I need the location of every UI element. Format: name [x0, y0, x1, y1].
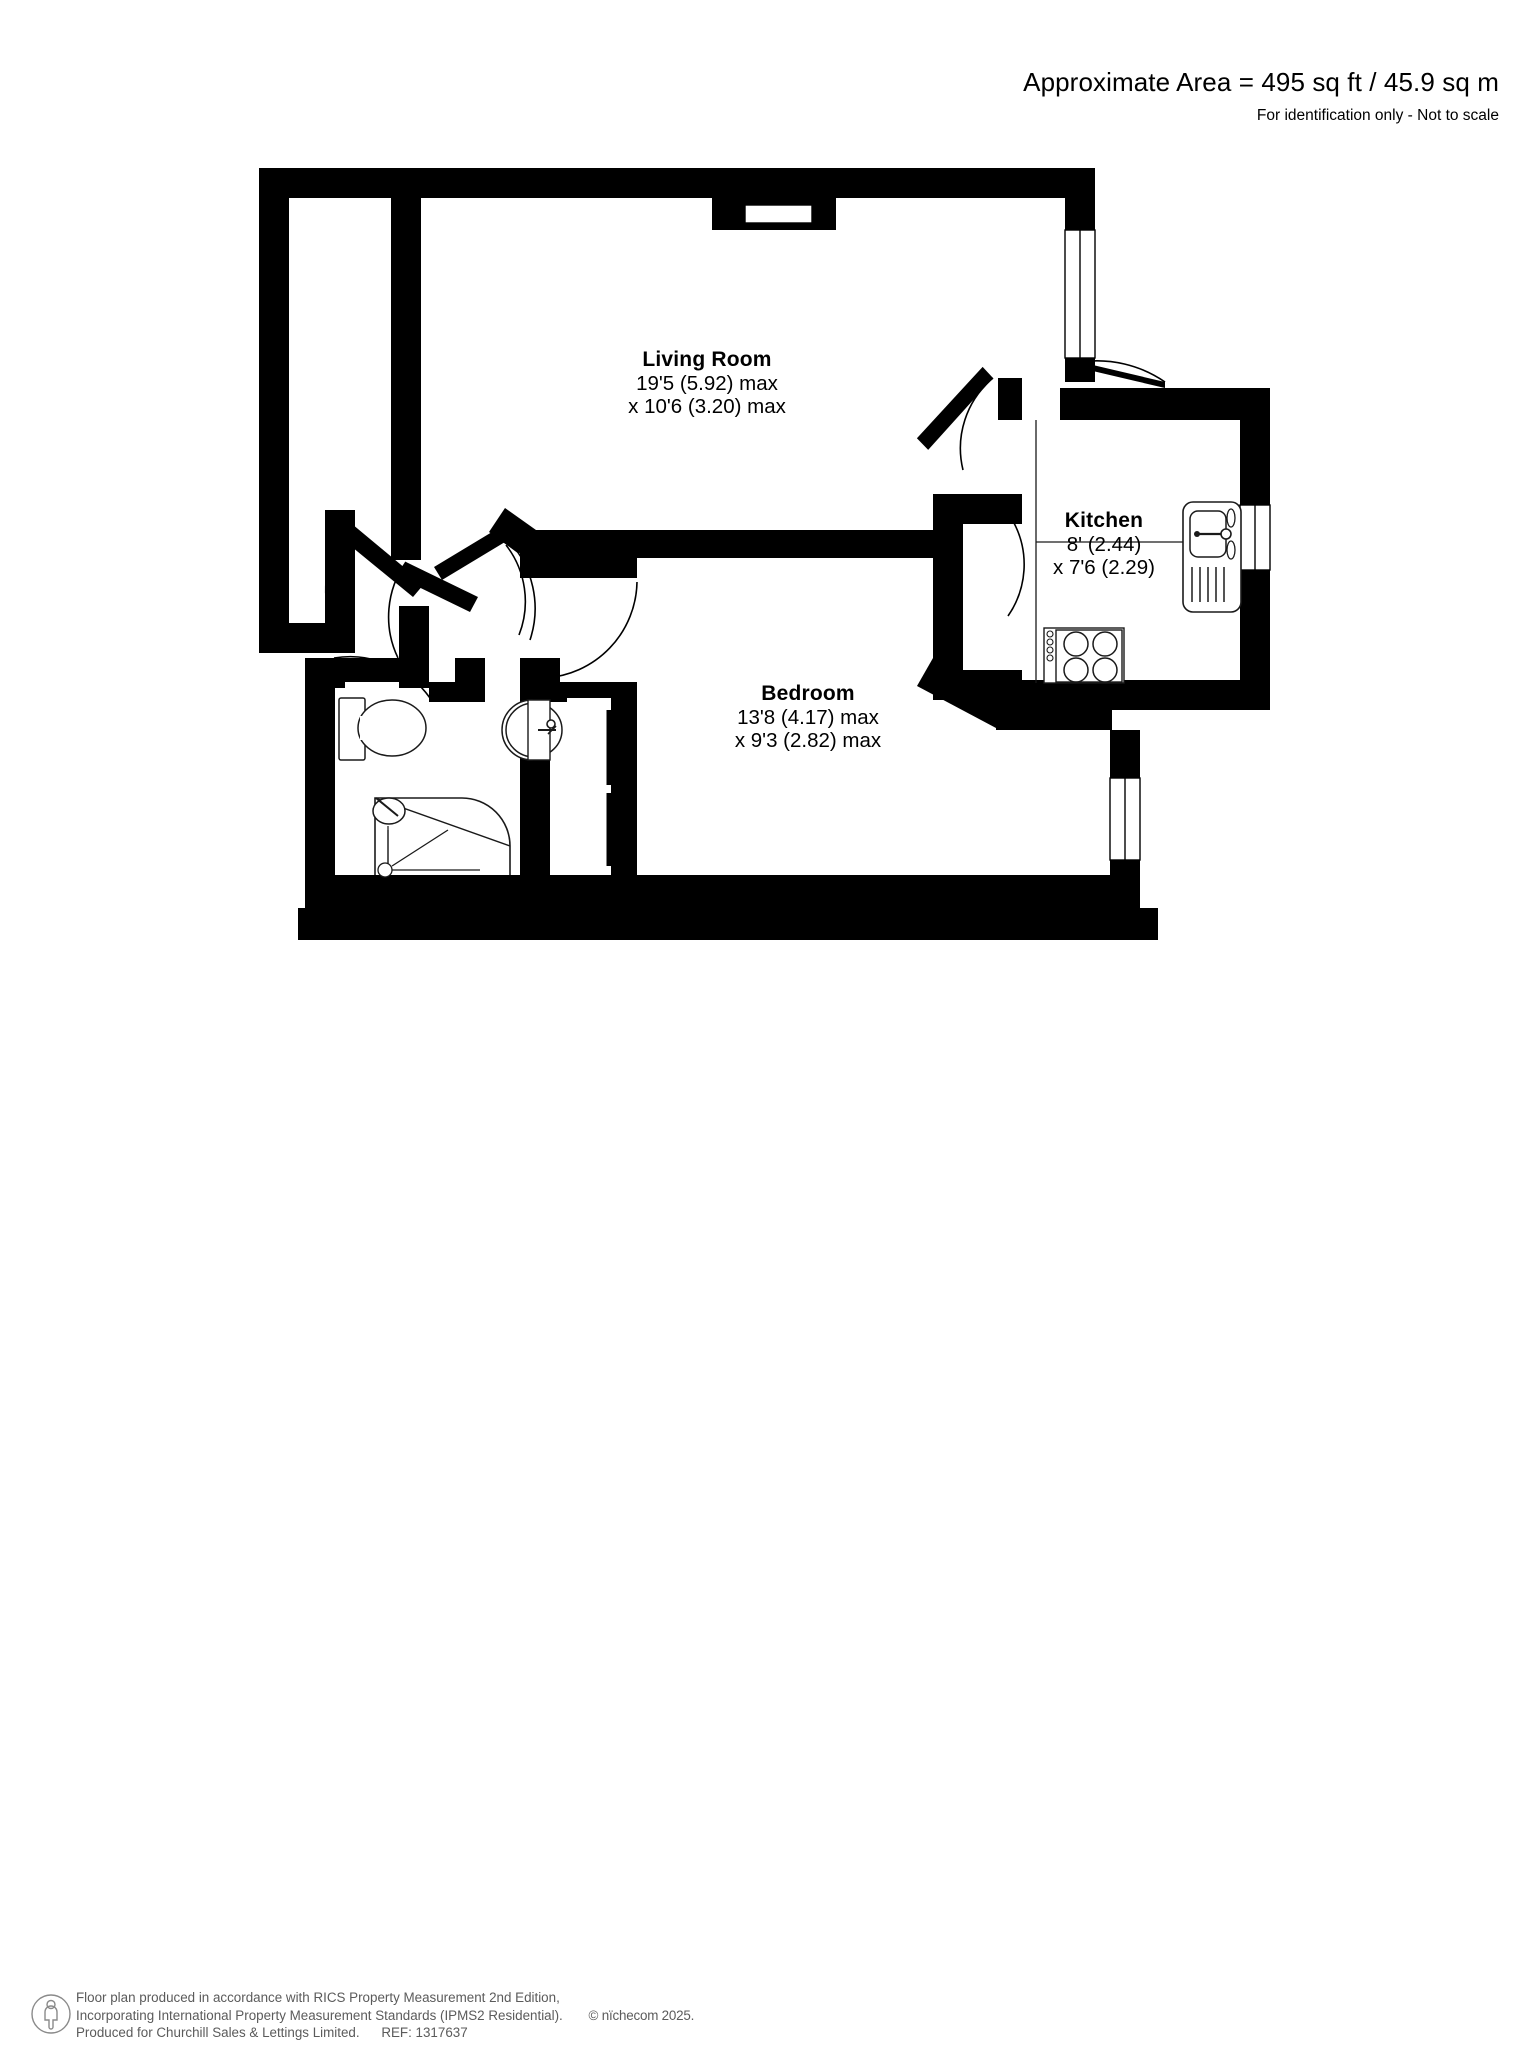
room-dimension-line-2: x 7'6 (2.29) [1053, 555, 1155, 579]
footer-line-1: Floor plan produced in accordance with R… [76, 1990, 560, 2005]
person-in-circle-icon [30, 1988, 72, 2045]
window-living-room-top [744, 204, 813, 224]
plan-header: Approximate Area = 495 sq ft / 45.9 sq m… [0, 0, 1527, 140]
wall-cover-bottom [298, 908, 1158, 940]
copyright-notice: © nïchecom 2025. [588, 2007, 695, 2023]
reference-number: REF: 1317637 [381, 2025, 468, 2040]
toilet-icon [338, 697, 427, 761]
plan-footer: Floor plan produced in accordance with R… [0, 985, 1527, 2040]
window-bedroom-right [1109, 777, 1141, 861]
door-bathroom [333, 655, 431, 699]
scale-disclaimer-text: For identification only - Not to scale [1256, 106, 1499, 124]
door-living-recess [325, 524, 424, 618]
room-label-bedroom: Bedroom 13'8 (4.17) max x 9'3 (2.82) max [690, 682, 926, 752]
door-living-room-left [505, 544, 527, 636]
window-kitchen-right [1239, 504, 1271, 571]
room-name: Bedroom [761, 682, 855, 705]
kitchen-fixtures [1035, 420, 1242, 684]
cooker-hob-icon [1043, 627, 1125, 684]
door-entry-top-right [1065, 358, 1166, 388]
door-bedroom [544, 581, 638, 679]
door-kitchen-upper [916, 366, 994, 471]
window-living-room-right [1064, 229, 1096, 359]
footer-line-2: Incorporating International Property Mea… [76, 2007, 563, 2023]
doors [325, 358, 1166, 699]
footer-disclaimer-text: Floor plan produced in accordance with R… [76, 1989, 694, 2042]
footer-line-2-group: Incorporating International Property Mea… [76, 2007, 694, 2025]
room-name: Kitchen [1064, 509, 1144, 532]
room-dimension-line-2: x 9'3 (2.82) max [734, 728, 882, 752]
wash-basin-icon [501, 699, 563, 761]
built-in-wardrobe-icon [567, 698, 612, 875]
footer-line-3: Produced for Churchill Sales & Lettings … [76, 2025, 360, 2040]
door-hall-upper [434, 529, 536, 641]
room-name: Living Room [642, 348, 772, 371]
wall-structure [259, 168, 1270, 910]
room-dimension-line-1: 8' (2.44) [1066, 532, 1142, 556]
room-dimension-line-1: 13'8 (4.17) max [737, 705, 879, 729]
room-dimension-line-1: 19'5 (5.92) max [636, 371, 778, 395]
kitchen-sink-icon [1182, 501, 1242, 613]
shower-drain-detail [377, 829, 480, 878]
wall-bottom-exterior [305, 875, 1140, 910]
approximate-area-text: Approximate Area = 495 sq ft / 45.9 sq m [1023, 67, 1499, 97]
room-label-kitchen: Kitchen 8' (2.44) x 7'6 (2.29) [1006, 509, 1202, 579]
floor-plan-drawing [0, 130, 1527, 940]
door-kitchen-lower [1007, 522, 1025, 617]
room-dimension-line-2: x 10'6 (3.20) max [628, 394, 786, 418]
room-label-living-room: Living Room 19'5 (5.92) max x 10'6 (3.20… [582, 348, 832, 418]
footer-line-3-group: Produced for Churchill Sales & Lettings … [76, 2024, 694, 2042]
windows [744, 204, 1271, 861]
